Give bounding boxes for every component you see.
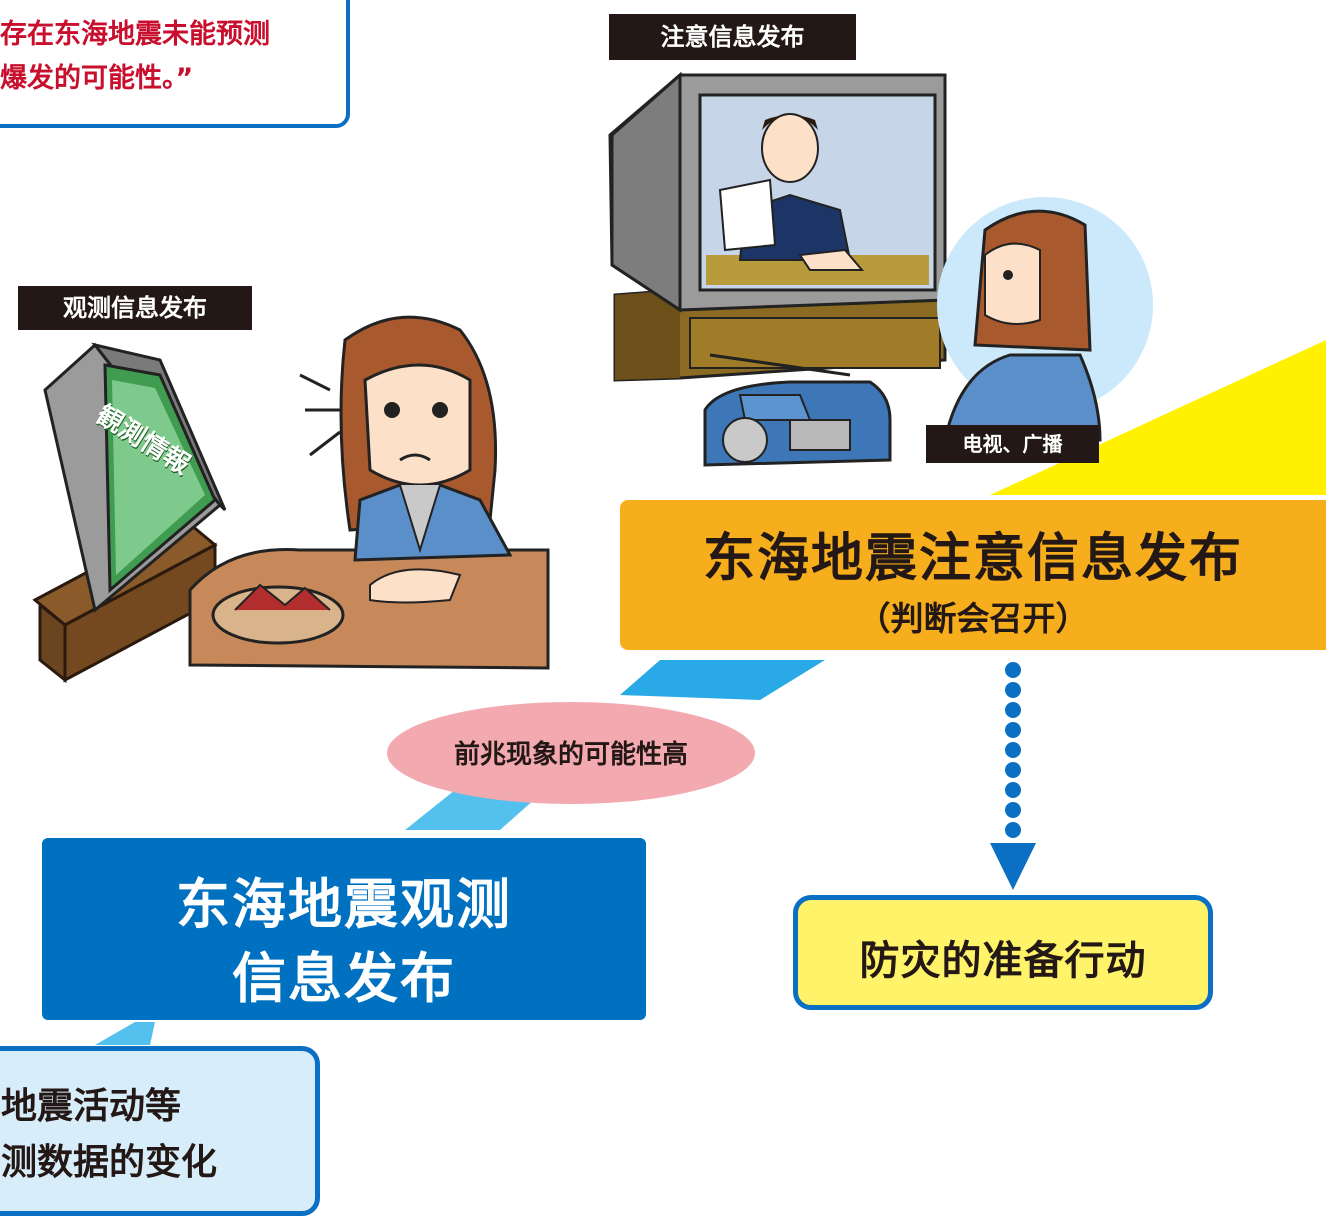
observation-info-box: 东海地震观测 信息发布 bbox=[42, 838, 646, 1020]
quote-box: 存在东海地震未能预测 爆发的可能性。” bbox=[0, 0, 350, 128]
quote-line-1: 存在东海地震未能预测 bbox=[0, 19, 270, 50]
dotted-arrow-line bbox=[1005, 662, 1021, 838]
caution-info-title: 东海地震注意信息发布 bbox=[702, 529, 1243, 589]
preparation-action-box: 防灾的准备行动 bbox=[793, 895, 1213, 1010]
data-change-line-1: 地震活动等 bbox=[1, 1086, 182, 1127]
observation-label: 观测信息发布 bbox=[18, 286, 252, 330]
caution-info-subtitle: （判断会召开） bbox=[857, 599, 1089, 638]
woman-watching-illustration bbox=[937, 197, 1153, 442]
announcer-tv-illustration bbox=[608, 71, 947, 382]
radio-illustration bbox=[703, 353, 892, 467]
blue-connector-lower bbox=[95, 1022, 155, 1045]
caution-info-box: 东海地震注意信息发布 （判断会召开） bbox=[620, 500, 1326, 650]
data-change-line-2: 测数据的变化 bbox=[1, 1142, 218, 1183]
observation-info-line-2: 信息发布 bbox=[232, 947, 456, 1010]
precursor-oval-text: 前兆现象的可能性高 bbox=[453, 740, 688, 770]
caution-label: 注意信息发布 bbox=[609, 14, 856, 60]
down-arrow-head bbox=[990, 843, 1036, 890]
woman-at-table-illustration bbox=[188, 315, 550, 670]
precursor-oval: 前兆现象的可能性高 bbox=[387, 702, 755, 804]
preparation-action-text: 防灾的准备行动 bbox=[859, 938, 1147, 984]
data-change-box: 地震活动等 测数据的变化 bbox=[0, 1046, 320, 1216]
quote-line-2: 爆发的可能性。” bbox=[0, 63, 194, 94]
observation-info-line-1: 东海地震观测 bbox=[176, 873, 512, 936]
tv-radio-label: 电视、广播 bbox=[926, 425, 1099, 463]
observation-tv-illustration bbox=[32, 342, 227, 684]
blue-connector-upper bbox=[620, 660, 825, 700]
